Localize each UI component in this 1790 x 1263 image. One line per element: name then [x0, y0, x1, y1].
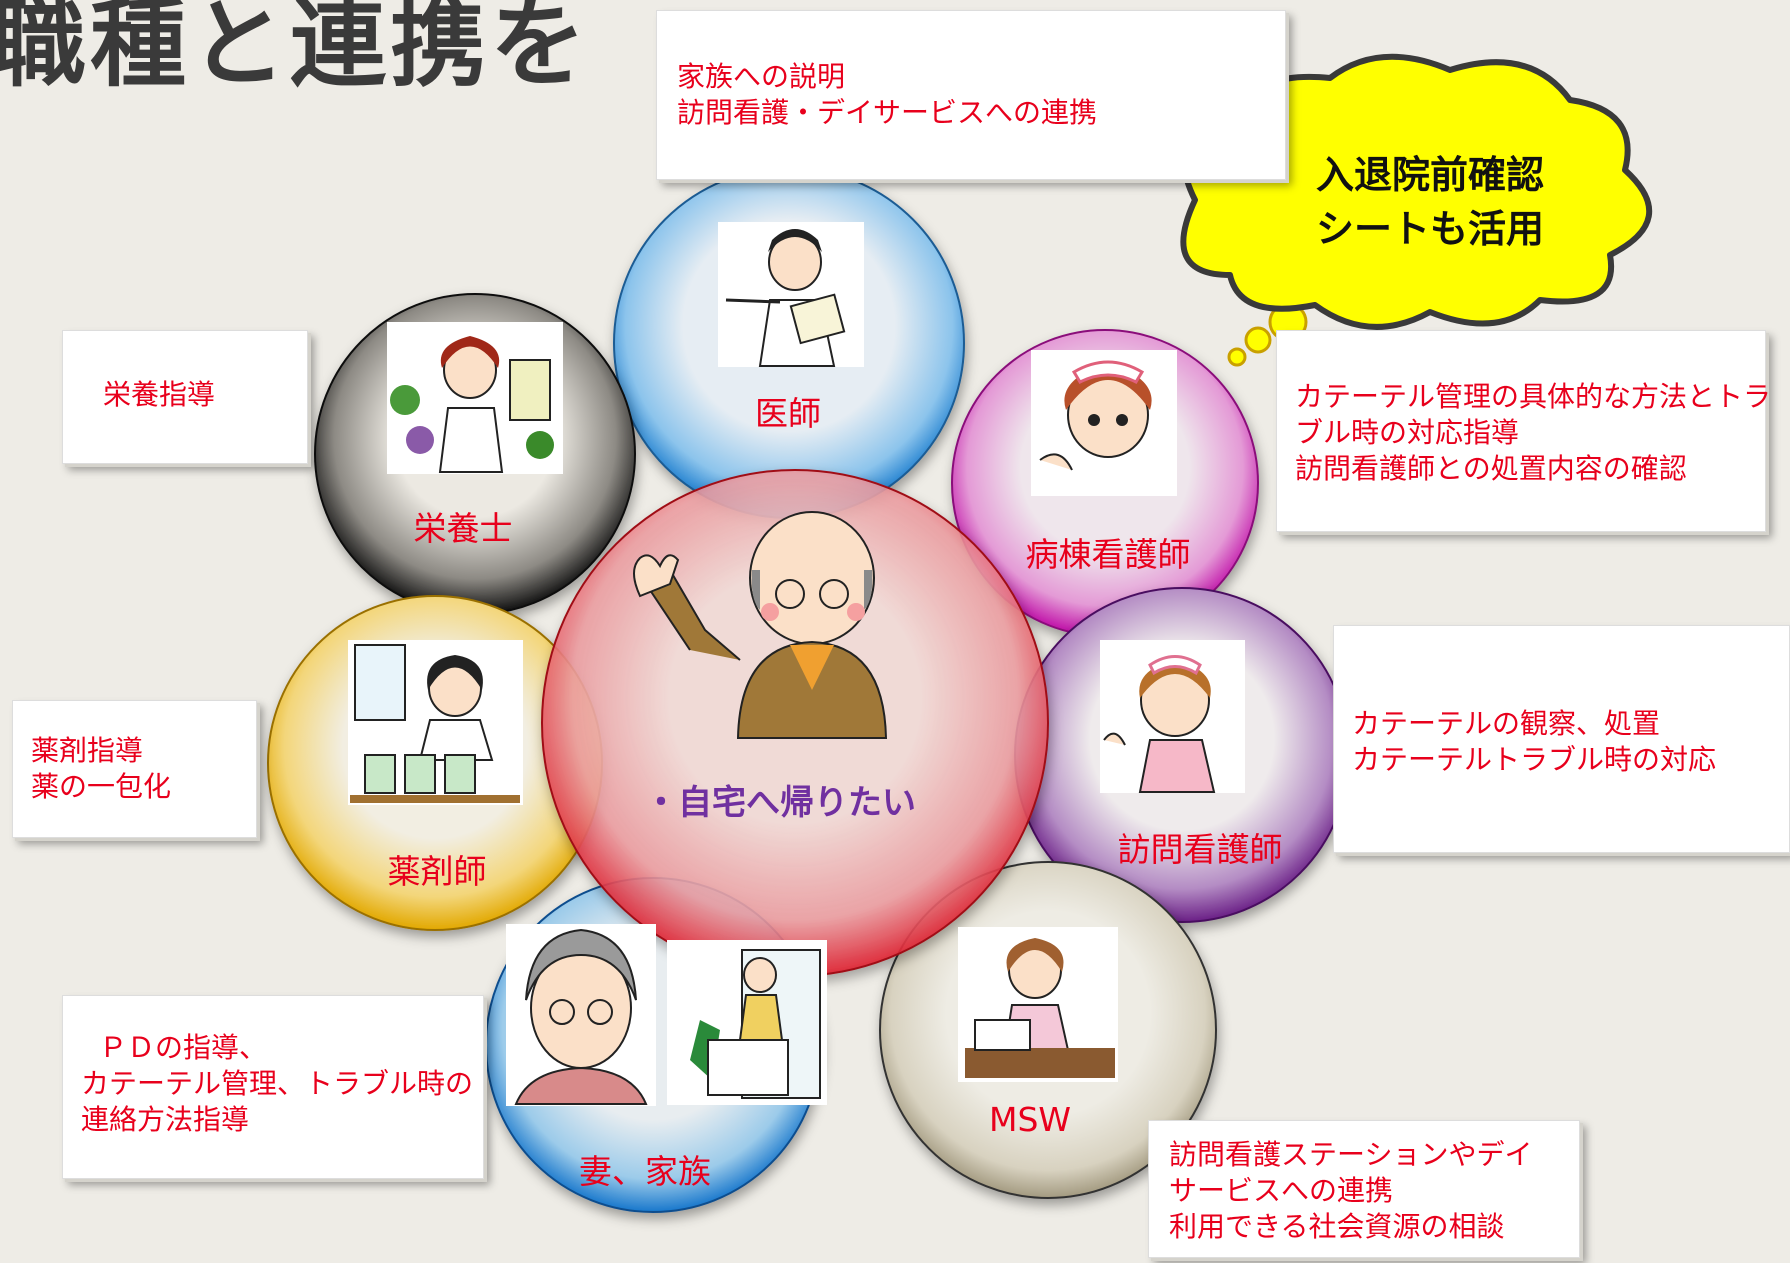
doctor-illustration — [718, 222, 864, 367]
msw-illustration — [958, 927, 1118, 1082]
caregiver-illustration — [667, 940, 827, 1105]
page-title: 職種と連携を — [0, 0, 590, 100]
nutritionist-illustration — [387, 322, 563, 474]
family-note-line-2: カテーテル管理、トラブル時の — [81, 1067, 474, 1100]
ward-nurse-illustration — [1031, 350, 1177, 496]
doctor-note-line-2: 訪問看護・デイサービスへの連携 — [677, 96, 1098, 129]
pharmacist-note-line-1: 薬剤指導 — [31, 734, 144, 767]
ward-nurse-note-line-3: 訪問看護師との処置内容の確認 — [1295, 452, 1687, 485]
family-label: 妻、家族 — [579, 1152, 711, 1191]
ward-nurse-note-line-2: ブル時の対応指導 — [1295, 416, 1520, 449]
visiting-nurse-note: カテーテルの観察、処置 カテーテルトラブル時の対応 — [1333, 625, 1790, 853]
visiting-nurse-note-line-1: カテーテルの観察、処置 — [1352, 707, 1661, 740]
nutritionist-note-line-1: 栄養指導 — [103, 378, 216, 411]
visiting-nurse-note-line-2: カテーテルトラブル時の対応 — [1352, 743, 1717, 776]
center-label: ・自宅へ帰りたい — [644, 783, 916, 823]
callout-line-1: 入退院前確認 — [1315, 153, 1545, 197]
callout-line-2: シートも活用 — [1315, 207, 1545, 251]
pharmacist-label: 薬剤師 — [387, 852, 487, 891]
msw-note-line-3: 利用できる社会資源の相談 — [1169, 1210, 1505, 1243]
ward-nurse-note-line-1: カテーテル管理の具体的な方法とトラ — [1295, 380, 1772, 413]
doctor-note-line-1: 家族への説明 — [677, 60, 846, 93]
doctor-note: 家族への説明 訪問看護・デイサービスへの連携 — [656, 10, 1286, 180]
msw-label: MSW — [988, 1100, 1072, 1139]
family-note-line-1: ＰＤの指導、 — [99, 1031, 268, 1064]
msw-note-line-2: サービスへの連携 — [1169, 1174, 1394, 1207]
family-note: ＰＤの指導、 カテーテル管理、トラブル時の 連絡方法指導 — [62, 995, 484, 1179]
pharmacist-illustration — [348, 640, 523, 805]
wife-illustration — [506, 924, 656, 1106]
pharmacist-note: 薬剤指導 薬の一包化 — [12, 700, 257, 838]
pharmacist-note-line-2: 薬の一包化 — [31, 770, 172, 803]
visiting-nurse-label: 訪問看護師 — [1117, 830, 1283, 869]
callout-text: 入退院前確認 シートも活用 — [1316, 148, 1544, 256]
nutritionist-note: 栄養指導 — [62, 330, 308, 464]
visiting-nurse-illustration — [1100, 640, 1245, 793]
ward-nurse-label: 病棟看護師 — [1025, 535, 1191, 574]
nutritionist-label: 栄養士 — [413, 509, 513, 548]
family-note-line-3: 連絡方法指導 — [81, 1103, 250, 1136]
msw-note-line-1: 訪問看護ステーションやデイ — [1169, 1138, 1533, 1171]
doctor-label: 医師 — [755, 394, 821, 433]
msw-note: 訪問看護ステーションやデイ サービスへの連携 利用できる社会資源の相談 — [1148, 1120, 1580, 1258]
patient-illustration — [633, 511, 888, 739]
ward-nurse-note: カテーテル管理の具体的な方法とトラ ブル時の対応指導 訪問看護師との処置内容の確… — [1276, 330, 1772, 532]
